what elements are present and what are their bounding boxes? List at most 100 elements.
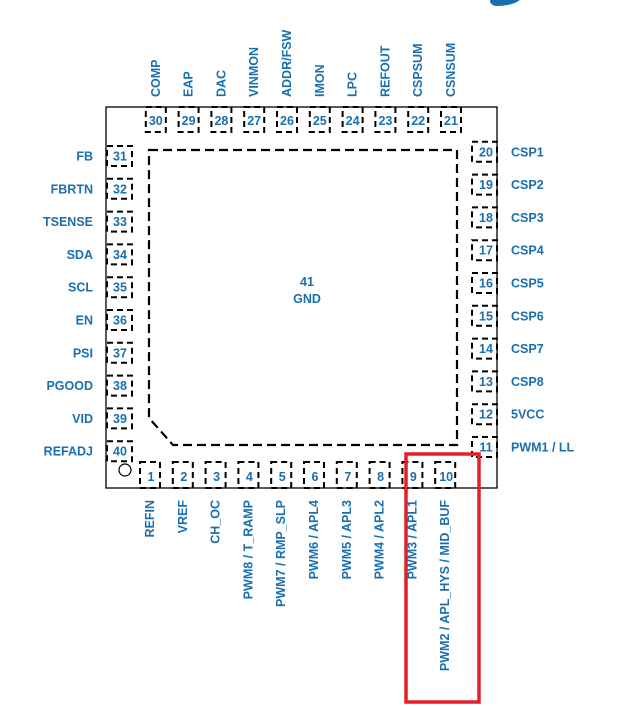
pin-label: VREF [176,500,190,534]
pin-number: 33 [113,215,127,229]
pin-label: PWM4 / APL2 [373,500,387,579]
pin-pad [106,440,133,463]
pin-34: 34 SDA [67,243,133,266]
pin-number: 30 [149,114,163,128]
pin-pad [335,461,358,489]
pin-label: ADDR/FSW [280,29,294,97]
pin-pad [374,106,397,133]
pin-number: 17 [479,244,493,258]
pin-pad [106,341,133,364]
pin-label: TSENSE [43,215,93,229]
pin-number: 35 [113,281,127,295]
pin-label: FB [76,150,93,164]
pin-number: 23 [378,114,392,128]
pin-number: 4 [246,470,253,484]
pin-label: CSP1 [511,145,544,159]
pin-19: 19 CSP2 [471,173,544,196]
pin-number: 9 [410,470,417,484]
pin-number: 32 [113,182,127,196]
pin-number: 10 [439,470,453,484]
pin-28: 28 DAC [210,70,233,133]
pin-label: SDA [67,248,93,262]
pin-pad [106,276,133,299]
pin-pad [471,304,498,327]
pin-pad [341,106,364,133]
pin-label: PWM3 / APL1 [405,500,419,579]
pin-pad [204,461,227,489]
pin-pad [308,106,331,133]
pin-pad [471,140,498,163]
pin-label: PWM5 / APL3 [340,500,354,579]
pin-pad [177,106,200,133]
pin-pad [144,106,167,133]
pin-number: 7 [344,470,351,484]
pin-number: 18 [479,211,493,225]
pin-number: 34 [113,248,127,262]
pin-label: CSP2 [511,178,544,192]
pin-number: 19 [479,178,493,192]
exposed-pad-number: 41 [300,275,314,289]
pin-label: FBRTN [51,182,93,196]
pin-label: PGOOD [46,379,93,393]
pin-pad [106,407,133,430]
pin-label: VID [72,412,93,426]
pin-pad [106,177,133,200]
pin-pad [106,145,133,167]
pin-number: 24 [346,114,360,128]
pin-label: LPC [346,72,360,97]
pin-label: REFIN [143,500,157,538]
pin-pad [407,106,430,133]
pin-pad [106,309,133,331]
pin-3: 3CH_OC [204,461,227,544]
pin-label: 5VCC [511,408,544,422]
pin-pad [368,461,391,489]
pin-number: 28 [214,114,228,128]
pin-number: 1 [148,470,155,484]
highlight-box [404,452,481,704]
pin-pad [471,337,498,360]
pin-number: 3 [213,470,220,484]
pin-label: PSI [73,346,93,360]
pin-number: 14 [479,342,493,356]
pin-pad [270,461,293,489]
pin-number: 36 [113,314,127,328]
pin-label: REFADJ [44,445,93,459]
pin-label: CSP7 [511,342,544,356]
pin-number: 40 [113,445,127,459]
pin-pad [303,461,325,489]
pin-number: 21 [444,114,458,128]
pin-label: DAC [214,70,228,97]
pin-label: CSP6 [511,309,544,323]
pin-14: 14 CSP7 [471,337,544,360]
pin-number: 27 [247,114,261,128]
pin-number: 25 [313,114,327,128]
pin-number: 39 [113,412,127,426]
pin-pad [471,272,498,294]
pin-label: CSP3 [511,211,544,225]
pin-40: 40 REFADJ [44,440,133,463]
pin-label: PWM7 / RMP_SLP [274,500,288,607]
pin-pad [106,374,133,397]
exposed-pad-outline [147,148,459,447]
pin-18: 18 CSP3 [471,206,544,229]
pin-number: 22 [411,114,425,128]
pin-pad [106,210,133,233]
package-outline [105,106,498,489]
pin-number: 2 [180,470,187,484]
pin-label: CSNSUM [444,43,458,97]
